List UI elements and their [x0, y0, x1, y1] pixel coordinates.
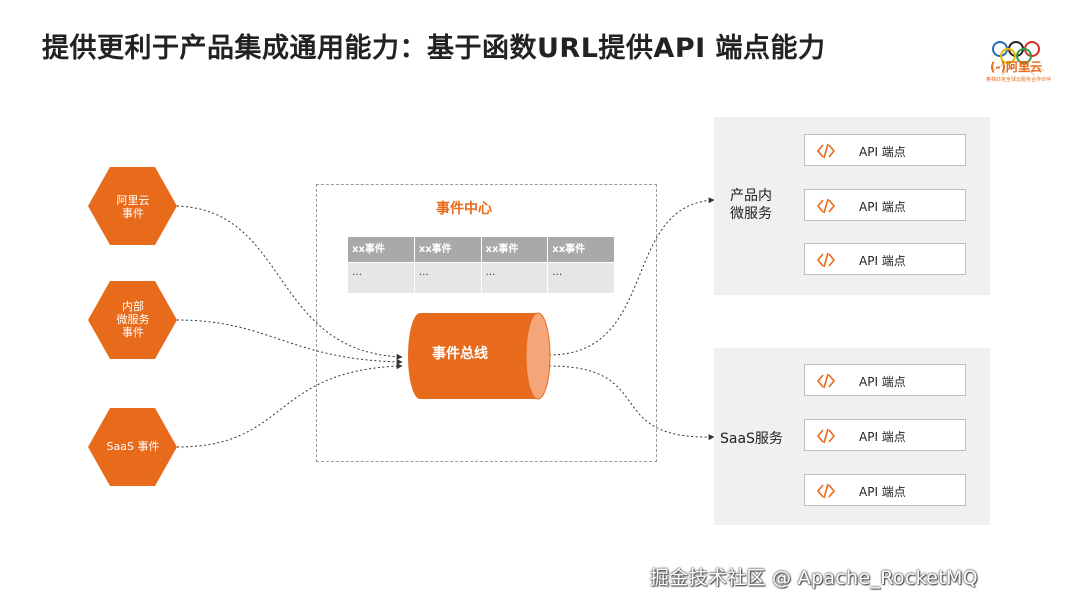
source-hex-aliyun — [88, 167, 177, 245]
connector-saas-bus — [176, 363, 403, 448]
event-table-header-cell: xx事件 — [347, 236, 415, 263]
api-endpoint-icon — [816, 483, 836, 499]
olympic-rings-icon — [991, 41, 1045, 76]
api-endpoint-card[interactable]: API 端点 — [804, 134, 966, 166]
api-endpoint-card[interactable]: API 端点 — [804, 474, 966, 506]
event-table: xx事件 xx事件 xx事件 xx事件 … … … … — [347, 236, 615, 294]
source-label-line: 阿里云 — [116, 194, 150, 207]
logo-subtext: 奥林匹克全球云服务合作伙伴 — [986, 77, 1052, 83]
source-hex-microservice — [88, 281, 177, 359]
api-endpoint-icon — [816, 252, 836, 268]
api-endpoint-card[interactable]: API 端点 — [804, 243, 966, 275]
source-label-line: 内部 — [122, 300, 144, 313]
api-endpoint-label: API 端点 — [859, 485, 906, 499]
event-bus-label: 事件总线 — [432, 346, 488, 362]
event-table-cell: … — [547, 262, 615, 294]
event-table-header-cell: xx事件 — [413, 236, 482, 263]
api-endpoint-label: API 端点 — [859, 254, 906, 268]
api-endpoint-card[interactable]: API 端点 — [804, 419, 966, 451]
connector-bus-product — [548, 197, 715, 356]
source-label-line: 事件 — [122, 326, 144, 339]
event-center-title: 事件中心 — [436, 201, 492, 217]
api-endpoint-card[interactable]: API 端点 — [804, 364, 966, 396]
watermark: 掘金技术社区 @ Apache_RocketMQ — [650, 567, 978, 589]
source-label-line: 事件 — [122, 207, 144, 220]
source-label-line: 微服务 — [116, 313, 150, 326]
event-bus-cylinder — [408, 312, 551, 400]
api-endpoint-icon — [816, 428, 836, 444]
event-table-cell: … — [347, 262, 415, 294]
logo-text: (-)阿里云 — [990, 60, 1042, 74]
target-label-product: 产品内 微服务 — [730, 188, 772, 222]
connector-aliyun-bus — [176, 205, 403, 360]
event-table-cell: … — [413, 262, 482, 294]
event-table-header-cell: xx事件 — [480, 236, 549, 263]
event-table-header-cell: xx事件 — [547, 236, 615, 263]
source-label-aliyun: 阿里云 事件 — [100, 194, 166, 220]
source-label-saas: SaaS 事件 — [92, 440, 174, 453]
connector-microservice-bus — [176, 319, 403, 365]
api-endpoint-label: API 端点 — [859, 200, 906, 214]
source-label-microservice: 内部 微服务 事件 — [100, 300, 166, 339]
event-table-header: xx事件 xx事件 xx事件 xx事件 — [347, 236, 615, 263]
event-center-box — [316, 184, 657, 462]
api-endpoint-label: API 端点 — [859, 430, 906, 444]
api-endpoint-icon — [816, 198, 836, 214]
connector-bus-saas — [548, 365, 715, 441]
source-label-line: SaaS 事件 — [106, 440, 160, 453]
event-table-row: … … … … — [347, 262, 615, 294]
api-endpoint-icon — [816, 373, 836, 389]
target-label-saas: SaaS服务 — [720, 431, 783, 447]
api-endpoint-card[interactable]: API 端点 — [804, 189, 966, 221]
api-endpoint-icon — [816, 143, 836, 159]
api-endpoint-label: API 端点 — [859, 375, 906, 389]
event-table-cell: … — [480, 262, 549, 294]
slide-title: 提供更利于产品集成通用能力：基于函数URL提供API 端点能力 — [42, 33, 826, 64]
source-hex-saas — [88, 408, 177, 486]
api-endpoint-label: API 端点 — [859, 145, 906, 159]
